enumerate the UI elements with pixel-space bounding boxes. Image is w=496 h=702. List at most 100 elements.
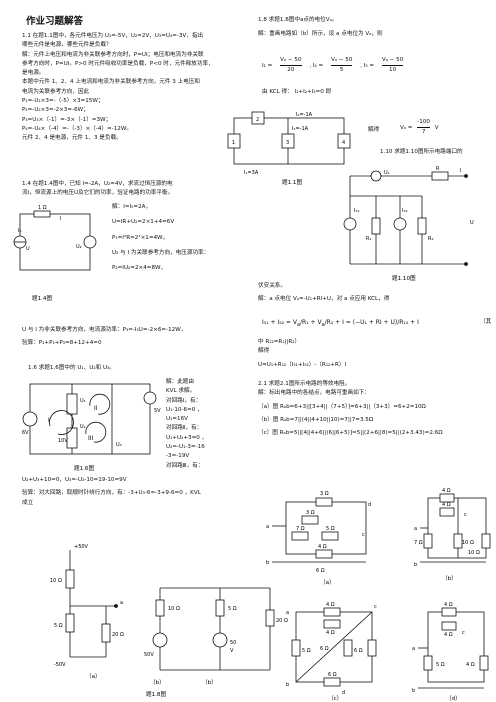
svg-text:d: d bbox=[342, 690, 345, 696]
svg-text:20 Ω: 20 Ω bbox=[276, 618, 288, 624]
kcl-equation: I₅₁ + I₅₂ = Va/R₁ + Va/R₂ + I = (−U₁ + R… bbox=[262, 319, 419, 329]
svg-text:V: V bbox=[230, 648, 234, 654]
svg-text:5 Ω: 5 Ω bbox=[54, 623, 63, 629]
svg-text:I: I bbox=[460, 168, 461, 174]
svg-text:I₅: I₅ bbox=[18, 228, 21, 234]
solve-label: 解得 bbox=[368, 127, 380, 133]
svg-text:c: c bbox=[374, 604, 377, 610]
svg-text:4 Ω: 4 Ω bbox=[326, 602, 335, 608]
svg-text:7 Ω: 7 Ω bbox=[414, 540, 423, 546]
svg-text:4 Ω: 4 Ω bbox=[444, 602, 453, 608]
problem-1-4-tail: U 与 I 为非关联参考方向，电流源功率：P₃=-I₅U=-2×6=-12W， … bbox=[22, 327, 187, 347]
va-result: Vₐ = -100 7 V bbox=[400, 119, 439, 135]
problem-1-6-tail: U₂+U₃+10=0，U₃=-U₂-10=19-10=9V 验算：对大回路，取顺… bbox=[22, 477, 201, 506]
svg-text:10 Ω: 10 Ω bbox=[50, 578, 62, 584]
svg-text:II: II bbox=[94, 405, 98, 412]
svg-text:（b）: （b） bbox=[442, 575, 457, 582]
svg-text:a: a bbox=[414, 526, 417, 532]
figure-1-8a: +50V 10 Ω 5 Ω 20 Ω a -50V （a） bbox=[50, 544, 124, 680]
svg-text:10V: 10V bbox=[58, 438, 68, 444]
svg-text:10 Ω: 10 Ω bbox=[168, 606, 180, 612]
svg-text:I₅₂: I₅₂ bbox=[402, 208, 407, 214]
svg-text:U₃: U₃ bbox=[116, 442, 122, 448]
svg-text:3 Ω: 3 Ω bbox=[306, 510, 315, 516]
svg-text:4 Ω: 4 Ω bbox=[442, 502, 451, 508]
svg-text:R: R bbox=[436, 166, 440, 172]
svg-text:I₅₁: I₅₁ bbox=[354, 208, 359, 214]
svg-text:4 Ω: 4 Ω bbox=[466, 662, 475, 668]
svg-text:a: a bbox=[120, 600, 123, 606]
svg-text:R₁: R₁ bbox=[366, 236, 371, 242]
problem-1-10-result: 中 R₁₂=R₁||R₂） 解得 U=U₁+R₁₂（I₅₁+I₅₂）-（R₁₂+… bbox=[258, 339, 347, 368]
svg-text:III: III bbox=[88, 435, 94, 442]
svg-text:I: I bbox=[48, 417, 50, 424]
svg-text:3: 3 bbox=[286, 140, 289, 146]
svg-text:5 Ω: 5 Ω bbox=[326, 526, 335, 532]
figure-2-1a: 3 Ω 3 Ω 7 Ω 5 Ω 4 Ω 6 Ω a b d c （a） bbox=[266, 491, 371, 586]
svg-text:5 Ω: 5 Ω bbox=[436, 662, 445, 668]
figure-1-10: U₁ R I U I₅₁ R₁ I₅₂ R₂ 题1.10图 bbox=[343, 166, 474, 282]
svg-text:（a）: （a） bbox=[320, 579, 335, 586]
svg-text:10 Ω: 10 Ω bbox=[468, 550, 480, 556]
svg-text:6 Ω: 6 Ω bbox=[316, 568, 325, 574]
svg-text:a: a bbox=[286, 610, 289, 616]
problem-1-4-solution: 解：I=I₅=2A， U=IR+U₂=2×1+4=6V P₁=I²R=2²×1=… bbox=[112, 204, 210, 272]
problem-2-1: 2.1 求题2.1图所示电路的等效电阻。 解：标出电路中的各结点，电路可重画如下… bbox=[258, 381, 443, 437]
svg-text:6 Ω: 6 Ω bbox=[320, 646, 329, 652]
problem-1-1: 1.1 在题1.1图中，各元件电压为 U₁=-5V，U₂=2V，U₃=U₄=-3… bbox=[22, 33, 214, 142]
svg-text:I₂=-1A: I₂=-1A bbox=[296, 112, 313, 118]
figure-2-1d: 4 Ω 4 Ω 5 Ω 4 Ω a b c （d） bbox=[412, 602, 489, 702]
svg-text:50V: 50V bbox=[144, 652, 154, 658]
svg-text:c: c bbox=[464, 512, 467, 518]
svg-text:（a）: （a） bbox=[86, 673, 101, 680]
problem-1-10-solution: 伏安关系。 解：a 点电位 Vₐ=-U₁+RI+U，对 a 点应用 KCL，得 bbox=[258, 283, 390, 303]
problem-1-10-head: 1.10 求题1.10图所示电路端口的 bbox=[380, 149, 463, 155]
svg-text:U₂: U₂ bbox=[80, 424, 86, 430]
equation-currents: I₁ = Vₐ − 50 20 , I₂ = Vₐ − 50 5 , I₃ = … bbox=[262, 57, 404, 73]
figure-caption: 题1.6图 bbox=[74, 464, 94, 472]
figure-1-6: 6V 5V 10V U₁ U₂ U₃ I II III 题1.6图 bbox=[22, 383, 161, 472]
svg-text:50: 50 bbox=[230, 640, 236, 646]
svg-text:6 Ω: 6 Ω bbox=[354, 648, 363, 654]
figure-1-4: 1 Ω U U₂ I I₅ 题1.4图 bbox=[13, 205, 97, 302]
svg-text:I₁=3A: I₁=3A bbox=[244, 170, 259, 176]
problem-1-4-head: 1.4 在题1.4图中，已知 I=-2A，U₂=4V，求流过恒压源的电 流I，恒… bbox=[22, 181, 174, 197]
svg-text:b: b bbox=[414, 562, 417, 568]
svg-text:5 Ω: 5 Ω bbox=[228, 606, 237, 612]
page-title: 作业习题解答 bbox=[26, 16, 84, 27]
svg-text:4 Ω: 4 Ω bbox=[442, 488, 451, 494]
svg-text:5 Ω: 5 Ω bbox=[302, 648, 311, 654]
figure-1-8b: 10 Ω 50V 5 Ω 50 V 20 Ω （b） （b） 题1.8图 bbox=[144, 587, 288, 698]
svg-text:4 Ω: 4 Ω bbox=[444, 632, 453, 638]
svg-text:4 Ω: 4 Ω bbox=[318, 544, 327, 550]
problem-1-6-head: 1.6 求题1.6图中的 U₁、U₂和 U₃。 bbox=[28, 365, 115, 371]
figure-caption: 题1.10图 bbox=[392, 274, 416, 282]
svg-text:1: 1 bbox=[232, 140, 235, 146]
figure-caption: 题1.8图 bbox=[146, 690, 166, 698]
figure-2-1c: 4 Ω 4 Ω 5 Ω 6 Ω 6 Ω 6 Ω a b c d （c） bbox=[286, 602, 377, 702]
svg-text:I₃=-1A: I₃=-1A bbox=[292, 126, 309, 132]
problem-1-6-solution: 解：此题由 KVL 求解。 对回路Ⅰ，有： U₁-10-6=0 ， U₁=16V… bbox=[166, 379, 208, 469]
figure-caption: 题1.1图 bbox=[282, 178, 302, 186]
svg-text:b: b bbox=[412, 688, 415, 694]
svg-text:2: 2 bbox=[256, 117, 259, 123]
svg-text:5V: 5V bbox=[154, 408, 161, 414]
svg-text:1 Ω: 1 Ω bbox=[38, 205, 47, 211]
svg-text:U: U bbox=[470, 220, 474, 226]
svg-text:b: b bbox=[266, 560, 269, 566]
figure-2-1b: 4 Ω 4 Ω 7 Ω 10 Ω 10 Ω a b c （b） bbox=[414, 488, 491, 582]
svg-text:U₂: U₂ bbox=[76, 244, 82, 250]
svg-text:（c）: （c） bbox=[328, 695, 342, 702]
svg-text:7 Ω: 7 Ω bbox=[296, 526, 305, 532]
svg-text:c: c bbox=[462, 630, 465, 636]
svg-text:U₁: U₁ bbox=[80, 398, 86, 404]
svg-text:6 Ω: 6 Ω bbox=[328, 672, 337, 678]
problem-1-8: 1.8 求题1.8图中a点的电位Vₐ。 解：重画电路如（b）所示，设 a 点电位… bbox=[258, 17, 383, 38]
svg-text:c: c bbox=[362, 532, 365, 538]
svg-text:10 Ω: 10 Ω bbox=[462, 540, 474, 546]
svg-text:（b）: （b） bbox=[150, 679, 165, 686]
svg-text:d: d bbox=[368, 502, 371, 508]
svg-text:R₂: R₂ bbox=[428, 236, 433, 242]
svg-text:U: U bbox=[26, 246, 30, 252]
